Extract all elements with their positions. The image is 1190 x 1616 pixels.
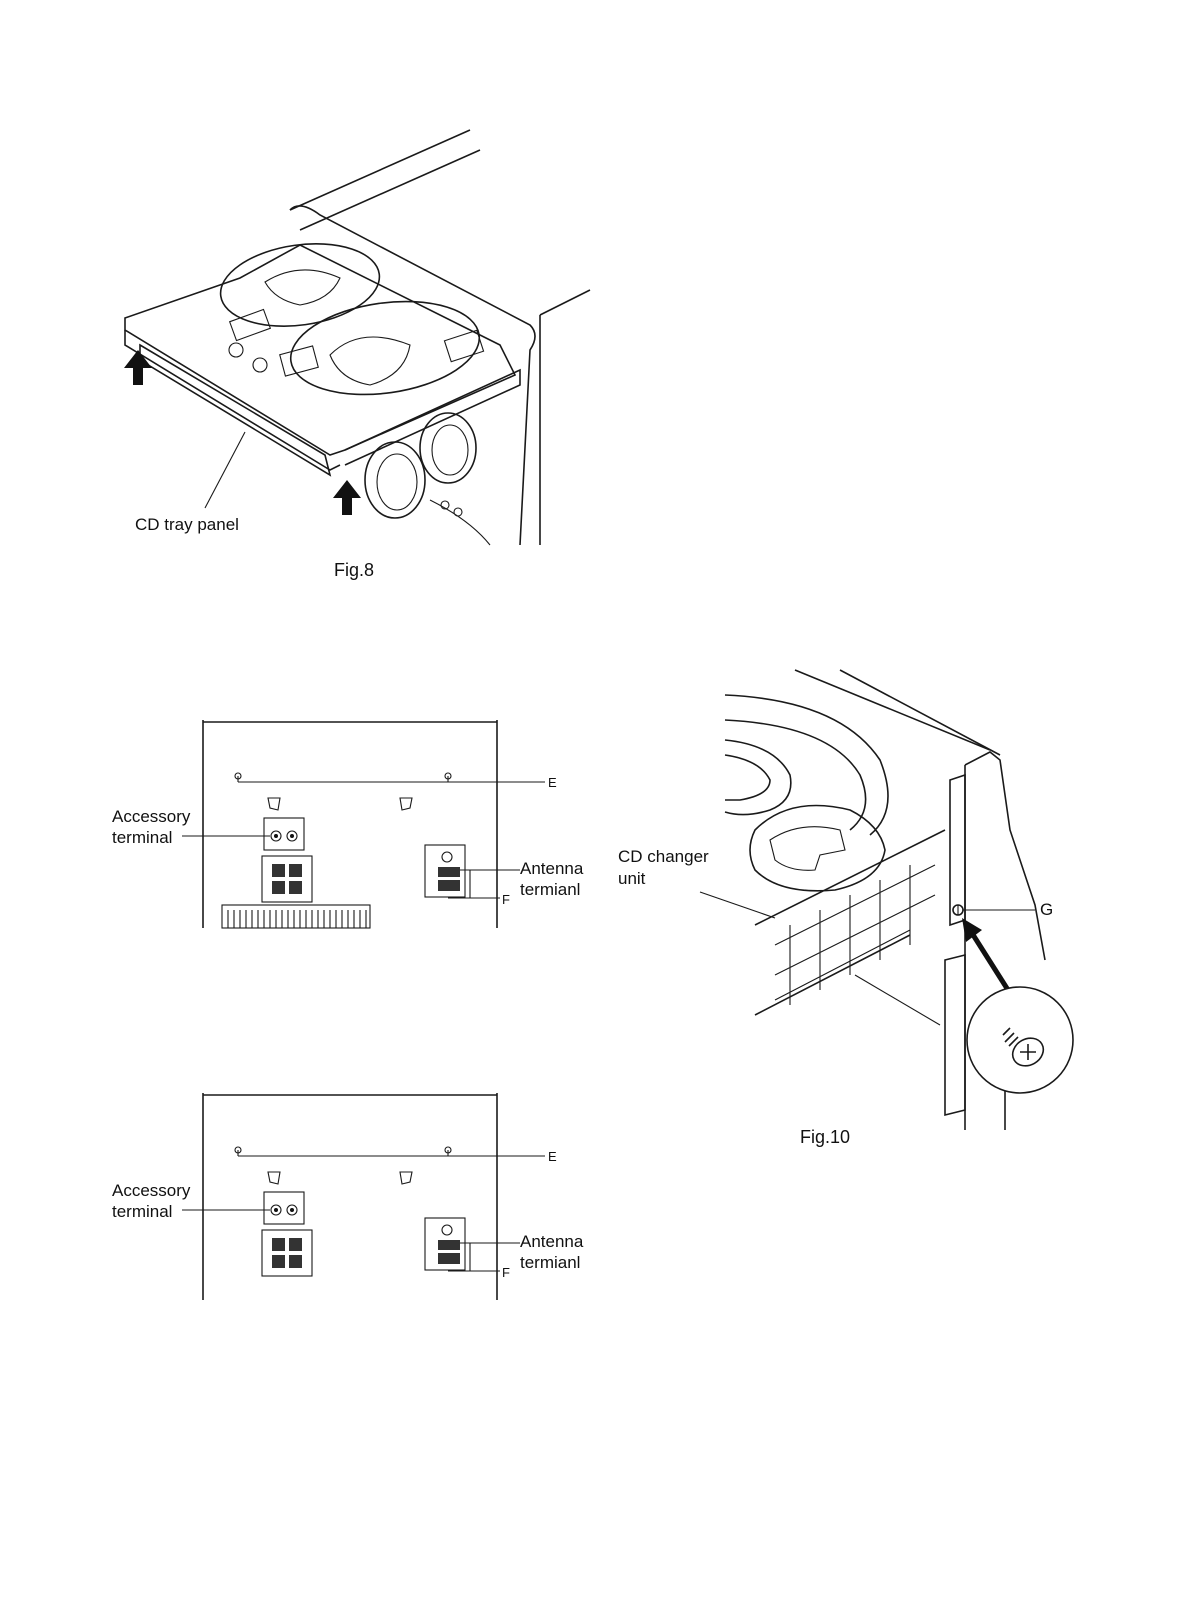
fig9b-rear-panel bbox=[182, 1093, 545, 1300]
fig9b-aux-jack-right-core bbox=[290, 1208, 294, 1212]
fig10-label-g: G bbox=[1040, 900, 1053, 919]
fig9b-antenna-jack bbox=[442, 1225, 452, 1235]
fig9a-label-antenna-1: Antenna bbox=[520, 859, 584, 878]
fig8-label-cd-tray-panel: CD tray panel bbox=[135, 515, 239, 534]
fig8-body-front-edge bbox=[290, 206, 535, 545]
fig8-up-arrow-right bbox=[333, 480, 361, 515]
fig8-tab-2 bbox=[280, 346, 319, 376]
fig10-leader-cd-changer bbox=[700, 892, 775, 918]
fig8-knob-large-inner bbox=[377, 454, 417, 510]
fig9a-label-antenna-2: termianl bbox=[520, 880, 580, 899]
fig10-disc-cutout bbox=[770, 827, 845, 871]
fig8-body-right-panel bbox=[540, 290, 590, 315]
fig10-illustration bbox=[700, 670, 1073, 1130]
fig10-frame-top-2 bbox=[840, 670, 1000, 755]
fig8-illustration bbox=[124, 130, 590, 545]
fig10-unit-lower-rail bbox=[855, 975, 940, 1025]
fig10-disc-curve-2 bbox=[725, 720, 866, 830]
fig9b-speaker-terminal-gap-h bbox=[272, 1251, 302, 1255]
fig9a-heatsink-fins bbox=[228, 910, 366, 928]
fig8-disc-well-back bbox=[215, 234, 385, 335]
fig9a-speaker-terminal-gap-h bbox=[272, 877, 302, 881]
fig10-unit-bottom-edge bbox=[755, 935, 910, 1015]
fig8-hole-1 bbox=[229, 343, 243, 357]
fig10-arrow-shaft bbox=[970, 930, 1008, 990]
fig9a-rear-panel bbox=[182, 720, 545, 928]
fig9a-antenna-terminal-gap bbox=[438, 877, 460, 880]
fig9b-label-f: F bbox=[502, 1265, 510, 1280]
fig10-bracket-lower bbox=[945, 955, 965, 1115]
fig9b-label-antenna-2: termianl bbox=[520, 1253, 580, 1272]
fig8-body-top-edge bbox=[290, 130, 470, 210]
fig10-disc-inner-arc2 bbox=[725, 755, 770, 800]
fig10-label-cd-changer-1: CD changer bbox=[618, 847, 709, 866]
fig9a-aux-jack-left-core bbox=[274, 834, 278, 838]
fig9a-label-accessory-2: terminal bbox=[112, 828, 172, 847]
fig8-knob-large bbox=[365, 442, 425, 518]
fig8-dot-2 bbox=[454, 508, 462, 516]
fig9b-label-antenna-1: Antenna bbox=[520, 1232, 584, 1251]
fig9b-antenna-terminal-gap bbox=[438, 1250, 460, 1253]
fig10-disc-front bbox=[750, 806, 885, 891]
fig9b-mark-left bbox=[268, 1172, 280, 1184]
fig10-disc-inner-arc bbox=[725, 740, 791, 815]
fig8-disc-cutout-back bbox=[265, 270, 340, 305]
fig10-label-cd-changer-2: unit bbox=[618, 869, 646, 888]
fig9a-mark-right bbox=[400, 798, 412, 810]
fig9a-mark-left bbox=[268, 798, 280, 810]
fig10-unit-grid bbox=[775, 865, 935, 1005]
fig10-frame-top-1 bbox=[795, 670, 990, 750]
fig8-up-arrow-left bbox=[124, 350, 152, 385]
fig9b-mark-right bbox=[400, 1172, 412, 1184]
fig8-tray-front-face bbox=[140, 345, 330, 475]
fig8-disc-cutout-front bbox=[330, 337, 410, 385]
fig9b-label-e: E bbox=[548, 1149, 557, 1164]
fig9b-aux-block bbox=[264, 1192, 304, 1224]
fig10-zoom-circle bbox=[967, 987, 1073, 1093]
fig9a-antenna-jack bbox=[442, 852, 452, 862]
fig9b-label-accessory-2: terminal bbox=[112, 1202, 172, 1221]
fig9a-label-accessory-1: Accessory bbox=[112, 807, 191, 826]
fig8-knob-small-inner bbox=[432, 425, 468, 475]
fig9a-label-e: E bbox=[548, 775, 557, 790]
fig8-front-curve bbox=[430, 500, 490, 545]
fig8-caption: Fig.8 bbox=[334, 560, 374, 580]
fig10-caption: Fig.10 bbox=[800, 1127, 850, 1147]
fig9b-aux-jack-left-core bbox=[274, 1208, 278, 1212]
fig9a-aux-block bbox=[264, 818, 304, 850]
fig8-hole-2 bbox=[253, 358, 267, 372]
fig8-leader-line bbox=[205, 432, 245, 508]
fig9a-aux-jack-right-core bbox=[290, 834, 294, 838]
fig8-disc-well-front bbox=[285, 290, 486, 406]
fig9b-label-accessory-1: Accessory bbox=[112, 1181, 191, 1200]
fig9a-label-f: F bbox=[502, 892, 510, 907]
fig10-bracket bbox=[950, 775, 965, 925]
fig8-tray-outline bbox=[125, 245, 515, 455]
